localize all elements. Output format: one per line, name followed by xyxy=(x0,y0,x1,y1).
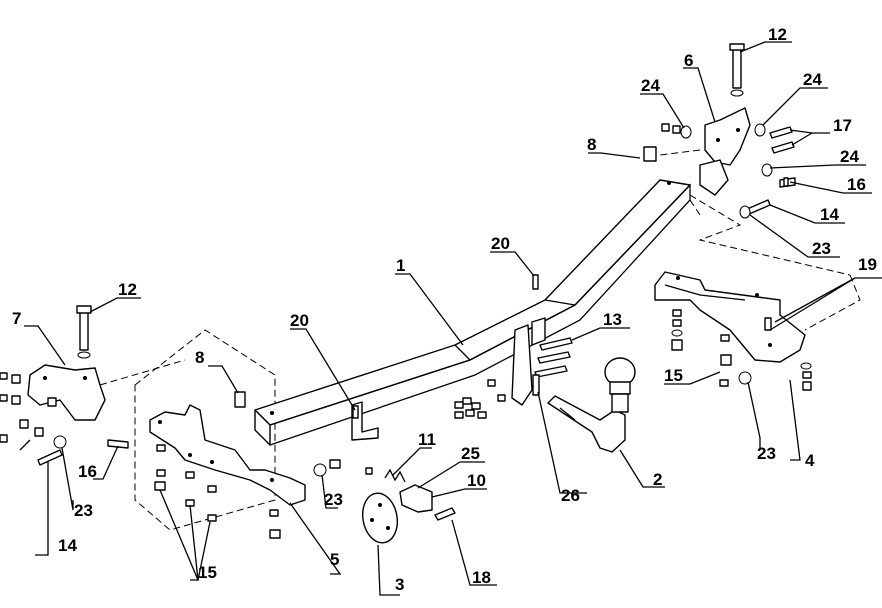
label-23-center-left: 23 xyxy=(324,490,343,509)
label-11: 11 xyxy=(418,430,436,449)
part-5-left-bracket xyxy=(149,404,306,506)
label-8-left: 8 xyxy=(195,348,204,367)
label-5: 5 xyxy=(330,550,339,569)
label-3: 3 xyxy=(395,575,404,594)
part-7-left-plate xyxy=(27,364,106,421)
label-25: 25 xyxy=(461,444,480,463)
label-20-left: 20 xyxy=(290,311,309,330)
assembly-guide-lines xyxy=(99,149,861,531)
label-14-left: 14 xyxy=(58,536,77,555)
nut-cluster-center xyxy=(454,374,540,419)
label-15-right: 15 xyxy=(664,366,683,385)
label-23-left: 23 xyxy=(74,501,93,520)
label-26: 26 xyxy=(561,486,580,505)
label-7: 7 xyxy=(12,309,21,328)
label-13: 13 xyxy=(603,310,622,329)
part-6-upper-plate xyxy=(699,107,751,196)
label-4: 4 xyxy=(805,451,815,470)
label-19: 19 xyxy=(858,255,877,274)
label-2: 2 xyxy=(653,470,662,489)
label-23-right: 23 xyxy=(757,444,776,463)
label-23-upper-right: 23 xyxy=(812,239,831,258)
label-14-right: 14 xyxy=(820,205,839,224)
label-18: 18 xyxy=(472,568,491,587)
label-1: 1 xyxy=(396,256,405,275)
nut-cluster-left-edge xyxy=(0,372,57,443)
label-16-left: 16 xyxy=(78,462,97,481)
part-4-right-bracket xyxy=(654,271,806,363)
label-20-top: 20 xyxy=(491,234,510,253)
nut-cluster-upper-right xyxy=(365,123,789,475)
label-10: 10 xyxy=(467,471,486,490)
label-15-left: 15 xyxy=(198,563,217,582)
label-6: 6 xyxy=(684,51,693,70)
label-17: 17 xyxy=(833,116,852,135)
part-2-tow-ball xyxy=(547,357,636,453)
label-24-mid-right: 24 xyxy=(840,147,859,166)
label-8-right: 8 xyxy=(587,135,596,154)
nut-stack-left xyxy=(154,444,341,539)
label-24-upper-right: 24 xyxy=(803,70,822,89)
part-3-socket-plate xyxy=(362,484,433,544)
label-12-top: 12 xyxy=(768,25,787,44)
label-12-left: 12 xyxy=(118,280,137,299)
part-labels: 12 6 24 24 17 8 24 16 14 23 20 1 19 20 1… xyxy=(12,25,877,594)
nut-stack-right xyxy=(671,309,812,391)
label-16-right: 16 xyxy=(847,175,866,194)
leader-lines xyxy=(19,41,882,596)
fasteners xyxy=(0,43,812,539)
part-1-crossbar xyxy=(254,179,691,446)
label-24-upper-left: 24 xyxy=(641,76,660,95)
